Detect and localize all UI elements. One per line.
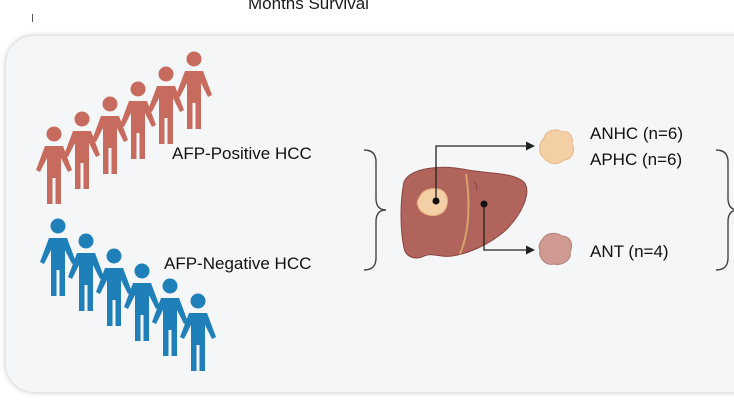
- group-brace: [363, 149, 387, 271]
- person-icon: [176, 51, 212, 129]
- liver-icon: [400, 166, 528, 259]
- person-icon: [148, 66, 184, 144]
- person-icon: [68, 233, 104, 311]
- tumor-sample-icon: [539, 129, 575, 165]
- tick-mark: [32, 14, 33, 22]
- anhc-label: ANHC (n=6): [590, 124, 684, 143]
- person-icon: [180, 293, 216, 371]
- tumor-sample-point: [432, 197, 440, 205]
- diagram-title: Months Survival: [248, 0, 369, 13]
- ant-label: ANT (n=4): [590, 242, 669, 261]
- person-icon: [152, 278, 188, 356]
- afp-positive-label: AFP-Positive HCC: [172, 144, 312, 163]
- arrow-to-adjacent-sample: [483, 206, 535, 255]
- aphc-label: APHC (n=6): [590, 150, 683, 169]
- adjacent-tissue-icon: [538, 232, 573, 265]
- person-icon: [96, 248, 132, 326]
- person-icon: [92, 96, 128, 174]
- person-icon: [120, 81, 156, 159]
- afp-negative-people-group: [40, 218, 216, 371]
- afp-positive-people-group: [36, 51, 212, 204]
- person-icon: [64, 111, 100, 189]
- person-icon: [124, 263, 160, 341]
- diagram-panel: [6, 36, 734, 392]
- adjacent-sample-point: [480, 200, 488, 208]
- tumor-icon: [416, 188, 448, 217]
- sample-brace: [715, 149, 734, 271]
- person-icon: [40, 218, 76, 296]
- person-icon: [36, 126, 72, 204]
- arrow-to-tumor-sample: [435, 141, 535, 198]
- afp-negative-label: AFP-Negative HCC: [164, 254, 312, 273]
